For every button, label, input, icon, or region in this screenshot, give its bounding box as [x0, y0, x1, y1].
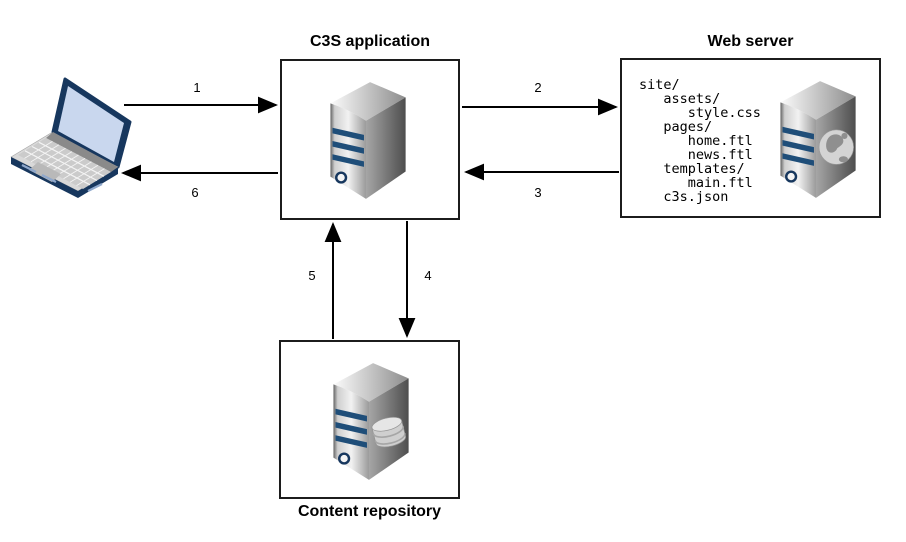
laptop-base	[11, 157, 118, 198]
laptop-icon	[10, 77, 132, 198]
arrow-3-label: 3	[534, 185, 542, 200]
arrow-4-label: 4	[424, 268, 432, 283]
laptop-hinge	[46, 132, 118, 172]
c3s-application-title: C3S application	[309, 33, 431, 50]
arrow-5-label: 5	[308, 268, 316, 283]
laptop-keyboard	[18, 138, 111, 189]
globe-icon	[818, 129, 854, 165]
web-server-title: Web server	[707, 33, 794, 50]
content-repository-title: Content repository	[297, 503, 442, 520]
laptop-touchpad	[29, 162, 61, 182]
arrow-1-label: 1	[193, 80, 201, 95]
server-globe-icon	[779, 79, 857, 200]
arrow-2-label: 2	[534, 80, 542, 95]
web-file-tree: site/ assets/ style.css pages/ home.ftl …	[639, 77, 761, 205]
server-database-icon	[332, 361, 410, 482]
server-icon	[329, 80, 407, 201]
laptop-ports	[21, 164, 103, 192]
laptop-screen	[58, 86, 124, 162]
database-icon	[371, 416, 406, 448]
arrow-6-label: 6	[191, 185, 199, 200]
